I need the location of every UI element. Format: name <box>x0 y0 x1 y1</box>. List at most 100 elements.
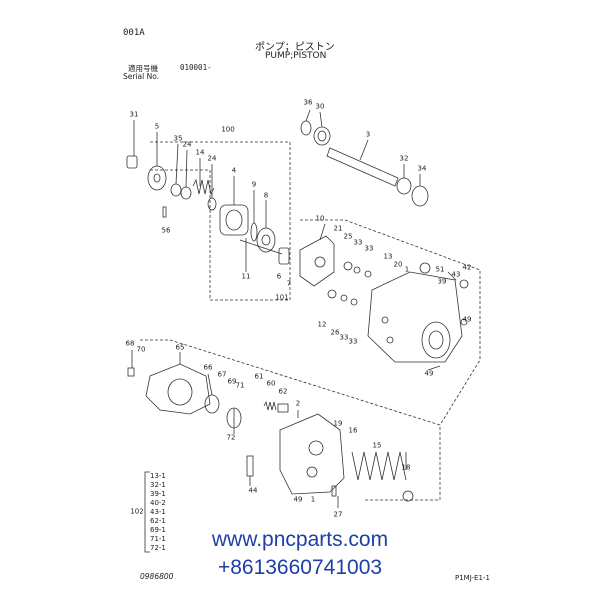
housing-outline <box>300 219 481 426</box>
part-1-housing <box>367 271 463 363</box>
callout-60: 60 <box>266 379 276 388</box>
part-10-valve-plate <box>299 235 335 287</box>
callout-9: 9 <box>251 180 257 189</box>
callout-61: 61 <box>254 372 264 381</box>
part-15-spring <box>351 451 407 481</box>
kit-item: 40-2 <box>150 499 166 507</box>
callout-32: 32 <box>399 154 409 163</box>
title-english: PUMP;PISTON <box>265 51 327 61</box>
callout-42: 42 <box>462 263 472 272</box>
callout-1b: 1 <box>310 495 316 504</box>
part-3-shaft <box>326 147 399 187</box>
callout-1: 1 <box>404 265 410 274</box>
serial-label-english: Serial No. <box>123 72 160 81</box>
callout-36: 36 <box>303 98 313 107</box>
drawing-number: 0986800 <box>140 572 174 581</box>
callout-67: 67 <box>217 370 227 379</box>
callout-3: 3 <box>365 130 371 139</box>
callout-11: 11 <box>241 272 251 281</box>
callout-49: 49 <box>462 315 472 324</box>
callout-43: 43 <box>451 270 461 279</box>
kit-102-bracket <box>144 471 150 553</box>
callout-66: 66 <box>203 363 213 372</box>
part-34-ring <box>411 185 429 207</box>
part-18-plug <box>402 490 414 502</box>
callout-20: 20 <box>393 260 403 269</box>
lower-outline <box>140 339 441 501</box>
callout-33c: 33 <box>339 333 349 342</box>
part-68-bolt <box>127 367 135 377</box>
part-32-bearing <box>396 177 412 195</box>
kit-item: 72-1 <box>150 544 166 552</box>
callout-10: 10 <box>315 214 325 223</box>
watermark-website: www.pncparts.com <box>211 528 389 551</box>
part-51-plug <box>419 262 431 274</box>
kit-item: 71-1 <box>150 535 166 543</box>
figure-code: P1MJ-E1-1 <box>455 574 490 582</box>
part-30-bearing <box>313 126 331 146</box>
callout-71: 71 <box>235 381 245 390</box>
callout-7: 7 <box>286 279 292 288</box>
callout-49c: 49 <box>293 495 303 504</box>
part-6-shoe <box>278 247 290 265</box>
part-36-ring <box>300 120 312 136</box>
callout-65: 65 <box>175 343 185 352</box>
part-27-pin <box>331 485 337 497</box>
callout-56: 56 <box>161 226 171 235</box>
callout-49b: 49 <box>424 369 434 378</box>
callout-35: 35 <box>173 134 183 143</box>
part-61-spring <box>263 400 277 411</box>
part-42-plug <box>459 279 469 289</box>
part-66-coupling <box>204 394 220 414</box>
callout-16: 16 <box>348 426 358 435</box>
callout-2: 2 <box>295 399 301 408</box>
callout-13: 13 <box>383 252 393 261</box>
part-2-regulator-body <box>279 413 345 495</box>
callout-6: 6 <box>276 272 282 281</box>
kit-item: 32-1 <box>150 481 166 489</box>
callout-25: 25 <box>343 232 353 241</box>
callout-21: 21 <box>333 224 343 233</box>
serial-label-japanese: 適用号機 <box>128 64 158 73</box>
callout-70: 70 <box>136 345 146 354</box>
callout-31: 31 <box>129 110 139 119</box>
callout-69: 69 <box>227 377 237 386</box>
kit-item: 13-1 <box>150 472 166 480</box>
part-65-gear-pump <box>145 363 211 415</box>
part-24b-ring <box>207 197 217 211</box>
part-56-pin <box>162 206 167 218</box>
part-24-ring <box>180 186 192 200</box>
kit-item: 69-1 <box>150 526 166 534</box>
part-60-piston <box>277 403 289 413</box>
callout-24: 24 <box>182 140 192 149</box>
kit-item: 43-1 <box>150 508 166 516</box>
page-code: 001A <box>123 28 145 38</box>
part-44-bolt <box>246 455 254 477</box>
callout-33b: 33 <box>364 244 374 253</box>
serial-value: 010001- <box>180 63 212 72</box>
callout-27: 27 <box>333 510 343 519</box>
callout-34: 34 <box>417 164 427 173</box>
callout-5: 5 <box>154 122 160 131</box>
callout-15: 15 <box>372 441 382 450</box>
callout-33: 33 <box>353 238 363 247</box>
callout-18: 18 <box>401 463 411 472</box>
kit-number: 102 <box>130 507 144 516</box>
callout-68: 68 <box>125 339 135 348</box>
callout-8: 8 <box>263 191 269 200</box>
callout-72: 72 <box>226 433 236 442</box>
part-35-ring <box>170 183 182 197</box>
title-japanese: ポンプ；ピストン <box>255 42 335 53</box>
kit-item: 62-1 <box>150 517 166 525</box>
callout-24b: 24 <box>207 154 217 163</box>
callout-14: 14 <box>195 148 205 157</box>
kit-item: 39-1 <box>150 490 166 498</box>
callout-101: 101 <box>275 293 289 302</box>
callout-100: 100 <box>221 125 235 134</box>
callout-19: 19 <box>333 419 343 428</box>
part-31-bushing <box>126 155 138 169</box>
part-4-barrel <box>219 204 249 236</box>
callout-33d: 33 <box>348 337 358 346</box>
